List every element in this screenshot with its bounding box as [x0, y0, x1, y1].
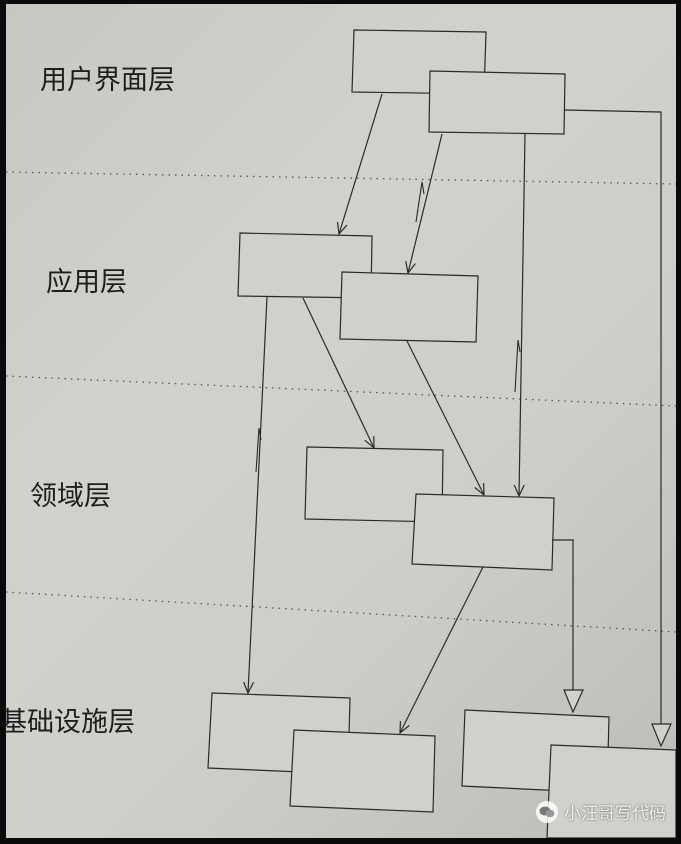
- watermark: 小汪哥写代码: [536, 799, 666, 824]
- layer-separator-app-domain: [6, 375, 676, 407]
- infra-box-4: [546, 744, 676, 838]
- flow-hint-ui: [415, 181, 425, 223]
- layer-separator-domain-infra: [6, 591, 676, 633]
- ui-box-2: [428, 70, 566, 135]
- layer-label-infra: 基础设施层: [6, 707, 135, 738]
- wechat-icon: [536, 800, 558, 823]
- inherit-head-infra4: [651, 723, 672, 748]
- inherit-ui2-to-infra4: [563, 109, 662, 724]
- arrow-ui2-to-domain2: [519, 133, 526, 496]
- flow-hint-infra: [255, 427, 262, 473]
- layer-label-app: 应用层: [46, 267, 127, 298]
- arrow-app1-to-infra1: [248, 296, 268, 693]
- arrow-domain2-to-infra2: [400, 566, 484, 733]
- app-box-2: [339, 271, 479, 343]
- paper-sheet: 用户界面层 应用层 领域层 基础设施层 小汪哥写代码: [6, 4, 676, 838]
- inherit-head-infra3: [563, 689, 584, 714]
- arrow-ui1-to-app1: [339, 93, 383, 234]
- arrow-app2-to-domain2: [406, 340, 484, 495]
- flow-hint-app: [514, 339, 521, 393]
- infra-box-2: [289, 729, 436, 813]
- arrow-app1-to-domain1: [302, 297, 374, 448]
- layered-architecture-diagram: [6, 29, 676, 838]
- layer-label-domain: 领域层: [30, 481, 111, 512]
- arrow-ui2-to-app2: [408, 133, 443, 273]
- inherit-domain2-to-infra3: [552, 539, 574, 690]
- layer-separator-ui-app: [6, 171, 676, 185]
- domain-box-2: [411, 493, 555, 571]
- layer-label-ui: 用户界面层: [40, 65, 175, 96]
- watermark-text: 小汪哥写代码: [564, 804, 666, 824]
